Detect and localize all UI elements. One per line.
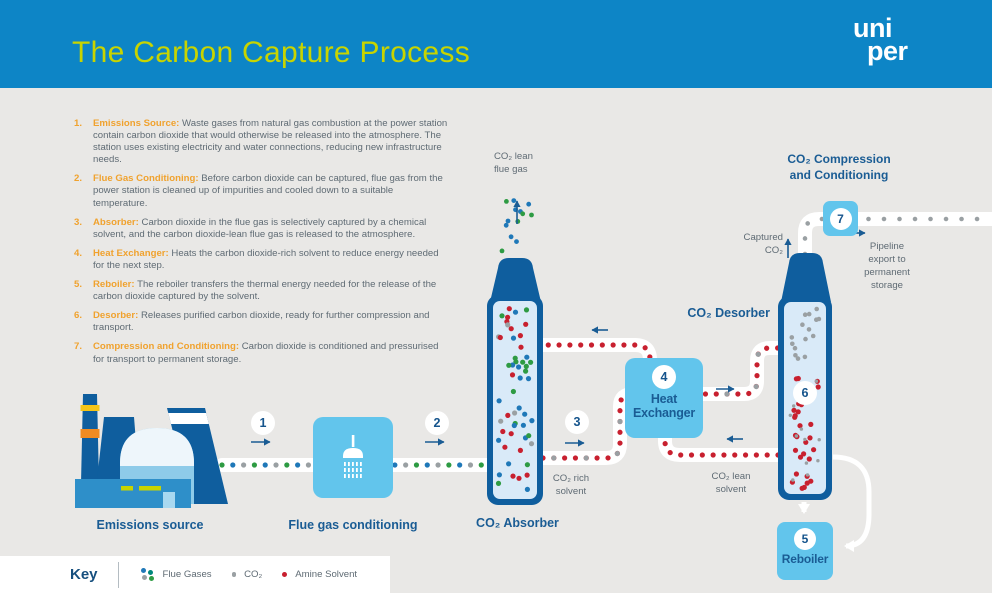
step-item-4: 4.Heat Exchanger: Heats the carbon dioxi… [74,247,439,271]
step-4-badge: 4 [652,365,676,389]
emissions-source-label: Emissions source [96,518,204,532]
legend-item-amine-solvent: Amine Solvent [282,569,357,580]
step-3-badge: 3 [565,410,589,434]
step-6-badge: 6 [793,381,817,405]
page-title: The Carbon Capture Process [72,36,470,69]
step-item-2: 2.Flue Gas Conditioning: Before carbon d… [74,173,443,209]
lean-solvent-label: CO₂ lean solvent [711,471,751,495]
rich-solvent-label: CO₂ rich solvent [552,473,590,497]
legend-divider [117,561,119,588]
pipeline-export-label: Pipeline export to permanent storage [864,241,910,291]
step-7-badge: 7 [829,207,852,230]
step-item-1: 1.Emissions Source: Waste gases from nat… [74,118,448,166]
heat-exchanger-label-line2: Exchanger [632,406,696,420]
reboiler-label: Reboiler [781,552,829,566]
process-steps-list: 1.Emissions Source: Waste gases from nat… [74,118,448,373]
step-1-badge: 1 [251,411,275,435]
compression-label-line2: and Conditioning [789,168,889,182]
absorber-column [487,258,543,505]
step-item-6: 6.Desorber: Releases purified carbon dio… [74,310,430,334]
step-item-3: 3.Absorber: Carbon dioxide in the flue g… [74,216,427,240]
legend-bar: Key Flue Gases CO₂ Amine Solvent [0,556,390,593]
flue-gas-conditioning-box [313,417,393,498]
flue-gases-dots-icon [140,568,155,581]
legend-item-flue-gases: Flue Gases [140,568,212,581]
header: The Carbon Capture Process uni per [0,0,992,88]
captured-co2-stream [798,212,992,261]
absorber-label: CO₂ Absorber [476,516,559,530]
flue-gas-conditioning-label: Flue gas conditioning [288,518,418,532]
legend-item-co2: CO₂ [231,569,262,580]
step-item-5: 5.Reboiler: The reboiler transfers the t… [74,279,437,303]
uniper-logo: uni per [853,13,908,66]
step-2-badge: 2 [425,411,449,435]
desorber-label: CO₂ Desorber [687,306,770,320]
reboiler-loop-arrows [798,454,872,552]
lean-flue-gas-label: CO₂ lean flue gas [494,151,533,175]
power-station-illustration [75,394,228,508]
heat-exchanger-label-line1: Heat [650,392,678,406]
desorber-column [778,253,832,500]
co2-dot-icon [231,572,237,577]
shower-icon [343,434,363,478]
heat-exchanger-box: 4 Heat Exchanger [625,358,703,438]
legend-title: Key [70,566,98,583]
captured-co2-label: Captured CO₂ [743,232,783,256]
compression-label-line1: CO₂ Compression [787,152,891,166]
reboiler-box: 5 Reboiler [777,522,833,580]
step-5-badge: 5 [794,528,816,550]
step-item-7: 7.Compression and Conditioning: Carbon d… [74,341,439,365]
amine-solvent-dot-icon [282,572,288,577]
compression-box: 7 [823,201,858,236]
